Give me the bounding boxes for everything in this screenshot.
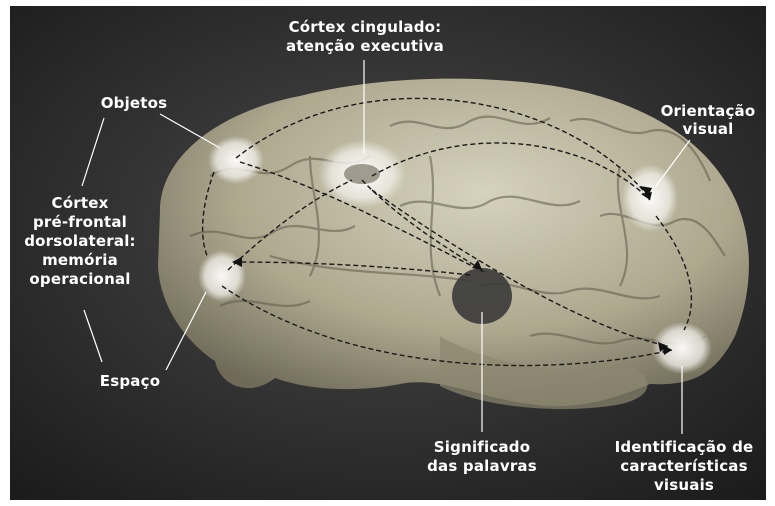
arc-space-to-cingulate	[228, 180, 352, 270]
arc-objects-to-space	[203, 172, 214, 258]
visual-orientation-label-line2: visual	[683, 120, 734, 138]
prefrontal-upper-leader	[82, 118, 104, 186]
arc-orientation-to-features	[656, 216, 691, 330]
space-leader	[166, 292, 206, 370]
visual-features-label-line2: características	[620, 457, 748, 475]
visual-features-label-line3: visuais	[654, 476, 714, 494]
arc-objects-to-meaning	[240, 162, 484, 272]
arc-meaning-to-space	[232, 262, 470, 275]
objects-label: Objetos	[101, 94, 168, 112]
orientation-leader	[656, 140, 690, 186]
visual-features-label-line1: Identificação de	[615, 438, 754, 456]
leader-lines	[82, 60, 690, 434]
arc-cingulate-to-orientation	[372, 143, 650, 200]
word-meaning-label-line2: das palavras	[427, 457, 537, 475]
prefrontal-lower-leader	[84, 310, 102, 362]
arc-cingulate-to-meaning	[362, 180, 482, 270]
cingulate-label-line2: atenção executiva	[286, 37, 444, 55]
visual-orientation-label-line1: Orientação	[661, 102, 756, 120]
arc-objects-to-orientation	[236, 98, 648, 196]
word-meaning-label-line1: Significado	[434, 438, 530, 456]
arc-space-to-features	[222, 286, 672, 366]
prefrontal-label-line4: memória	[42, 251, 118, 269]
cingulate-label-line1: Córtex cingulado:	[289, 18, 442, 36]
arc-cingulate-to-features	[372, 190, 668, 346]
objects-leader	[160, 114, 220, 148]
space-label: Espaço	[100, 372, 160, 390]
prefrontal-label-line3: dorsolateral:	[24, 232, 136, 250]
prefrontal-label-line1: Córtex	[52, 194, 109, 212]
prefrontal-label-line5: operacional	[29, 270, 130, 288]
prefrontal-label-line2: pré-frontal	[33, 213, 127, 231]
connection-arcs	[203, 98, 692, 365]
